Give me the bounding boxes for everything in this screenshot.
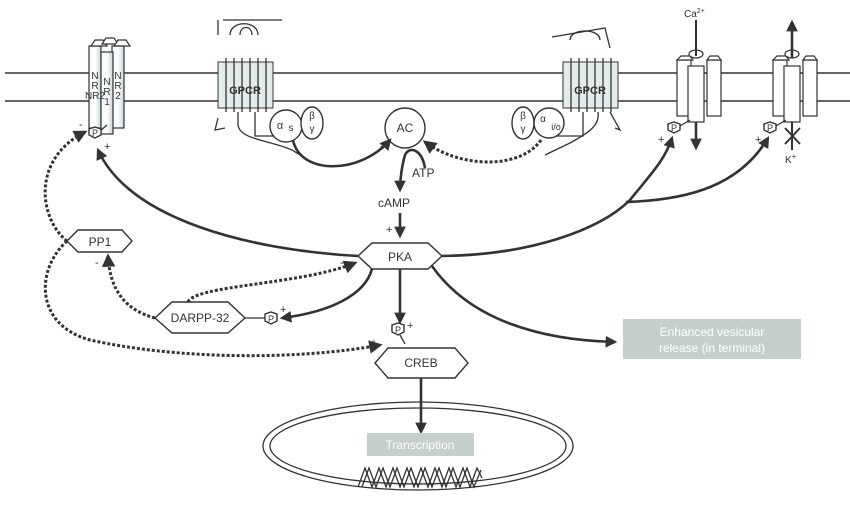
svg-text:P: P: [767, 123, 773, 133]
svg-text:DARPP-32: DARPP-32: [171, 311, 230, 325]
vesicular-release-box: Enhanced vesicular release (in terminal): [623, 319, 801, 359]
atp-label: ATP: [412, 166, 434, 180]
svg-text:P: P: [671, 123, 677, 133]
svg-text:β: β: [520, 111, 526, 122]
arrow-pka-to-darpp: [279, 268, 374, 323]
svg-text:-: -: [79, 119, 83, 131]
svg-text:-: -: [430, 141, 434, 153]
svg-text:-: -: [372, 335, 376, 347]
arrow-pka-to-calcium: [441, 135, 675, 258]
svg-text:-: -: [340, 257, 344, 269]
calcium-ion-label: Ca2+: [684, 8, 705, 20]
phospho-creb: P: [391, 322, 405, 336]
creb-node: CREB: [374, 347, 469, 379]
svg-text:PP1: PP1: [89, 235, 112, 249]
g-protein-alpha-s: α s: [269, 109, 303, 143]
arrow-darpp-to-pp1: [101, 253, 156, 320]
svg-text:AC: AC: [397, 121, 414, 135]
potassium-ion-label: K+: [785, 152, 797, 166]
svg-text:+: +: [407, 320, 413, 332]
svg-text:P: P: [268, 314, 274, 324]
svg-text:P: P: [92, 128, 98, 138]
svg-text:P: P: [395, 325, 401, 335]
gpcr-right-label: GPCR: [574, 85, 606, 97]
svg-text:+: +: [280, 304, 286, 316]
svg-text:+: +: [755, 134, 761, 146]
arrow-pp1-to-nmda: [43, 130, 88, 243]
darpp-32-node: DARPP-32: [153, 301, 247, 334]
svg-text:+: +: [658, 134, 664, 146]
pka-node: PKA: [356, 242, 444, 270]
g-protein-beta-gamma-left: β γ: [300, 106, 324, 140]
camp-label: cAMP: [378, 196, 410, 210]
pp1-node: PP1: [66, 229, 133, 253]
potassium-channel: K+: [771, 19, 819, 166]
calcium-channel: Ca2+: [675, 8, 723, 151]
arrow-pp1-to-creb: [43, 239, 383, 358]
arrow-pka-to-nmda: [96, 147, 359, 258]
svg-text:Enhanced vesicular: Enhanced vesicular: [660, 325, 765, 339]
nucleus: [262, 401, 574, 491]
svg-text:s: s: [289, 123, 294, 134]
phospho-potassium: P: [763, 121, 777, 134]
svg-text:α: α: [277, 120, 284, 132]
g-protein-beta-gamma-right: β γ: [511, 106, 535, 140]
adenylyl-cyclase: AC: [384, 107, 426, 149]
svg-text:β: β: [309, 111, 315, 122]
svg-text:Transcription: Transcription: [386, 438, 455, 452]
gpcr-right: GPCR: [544, 27, 622, 156]
dna-icon: [357, 466, 483, 489]
svg-text:i/o: i/o: [551, 122, 561, 132]
svg-text:γ: γ: [310, 124, 315, 135]
phospho-darpp: P: [264, 311, 278, 325]
svg-text:CREB: CREB: [404, 356, 437, 370]
arrow-darpp-to-pka: [186, 260, 358, 303]
gpcr-left-label: GPCR: [229, 85, 261, 97]
svg-text:PKA: PKA: [388, 250, 412, 264]
arrow-atp-to-camp: [394, 148, 427, 193]
g-protein-alpha-io: α i/o: [533, 107, 565, 139]
arrow-gio-to-ac: [422, 139, 543, 164]
arrow-pka-to-vesicular: [430, 265, 618, 348]
phospho-nmda: P: [88, 126, 102, 139]
svg-text:+: +: [380, 141, 386, 153]
svg-text:+: +: [104, 141, 110, 153]
arrow-gs-to-ac: [291, 138, 392, 168]
phospho-calcium: P: [667, 121, 681, 134]
transcription-box: Transcription: [367, 433, 474, 456]
arrow-pka-to-potassium: [625, 135, 770, 204]
svg-text:release (in terminal): release (in terminal): [659, 341, 765, 355]
svg-text:-: -: [95, 257, 99, 269]
svg-text:+: +: [386, 224, 392, 236]
svg-text:α: α: [540, 114, 546, 125]
svg-text:γ: γ: [521, 124, 526, 135]
cell-membrane: [5, 72, 850, 102]
